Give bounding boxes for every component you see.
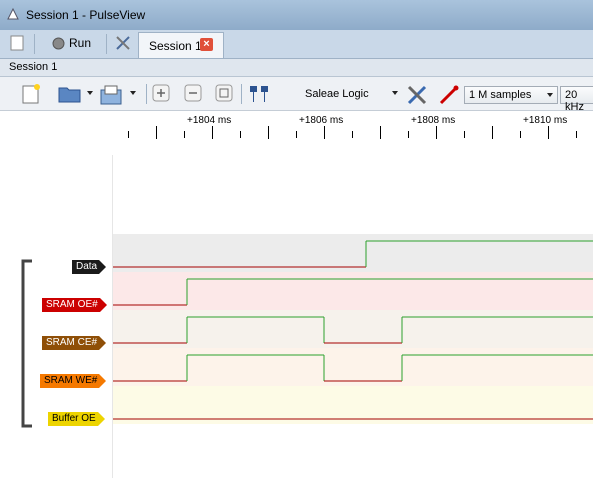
trace-label-sram-ce[interactable]: SRAM CE# — [42, 336, 107, 350]
device-dropdown-icon[interactable] — [392, 91, 398, 95]
group-bracket-icon[interactable] — [0, 155, 40, 478]
trace-row-sram-oe — [113, 272, 593, 310]
trace-label-data[interactable]: Data — [72, 260, 107, 274]
main-toolbar: Saleae Logic 1 M samples 20 kHz — [0, 77, 593, 113]
sample-count-dropdown-icon — [547, 93, 553, 97]
trace-label-sram-oe[interactable]: SRAM OE# — [42, 298, 107, 312]
ruler-tick — [156, 126, 157, 139]
settings-button[interactable] — [115, 32, 131, 54]
save-dropdown-icon[interactable] — [130, 91, 136, 95]
tab-session-1[interactable]: Session 1 × — [138, 32, 224, 58]
trace-label-buffer-oe[interactable]: Buffer OE — [48, 412, 105, 426]
waveforms — [113, 240, 593, 420]
ruler-tick — [268, 126, 269, 139]
new-session-button[interactable] — [10, 32, 24, 54]
waveform-sram-we — [113, 355, 593, 381]
ruler-tick — [520, 131, 521, 138]
device-config-icon[interactable] — [406, 84, 428, 106]
sample-count-value: 1 M samples — [469, 89, 532, 101]
ruler-tick — [408, 131, 409, 138]
cursor-markers-icon[interactable] — [248, 84, 272, 104]
probe-config-icon[interactable] — [438, 84, 460, 106]
zoom-fit-icon[interactable] — [215, 84, 233, 102]
session-header-label: Session 1 — [9, 61, 58, 73]
ruler-tick — [352, 131, 353, 138]
ruler-label: +1808 ms — [411, 115, 456, 126]
trace-label-text: Data — [76, 261, 98, 272]
waveform-sram-oe — [113, 279, 593, 305]
trace-row-sram-ce — [113, 310, 593, 348]
tab-session-label: Session 1 — [149, 39, 202, 53]
new-file-icon[interactable] — [22, 84, 40, 104]
trace-row-data — [113, 234, 593, 272]
samplerate-value: 20 kHz — [565, 89, 584, 113]
ruler-label: +1806 ms — [299, 115, 344, 126]
new-session-icon — [10, 35, 24, 51]
trace-label-text: SRAM OE# — [46, 299, 98, 310]
sample-count-select[interactable]: 1 M samples — [464, 86, 558, 104]
ruler-tick — [184, 131, 185, 138]
trace-label-text: SRAM CE# — [46, 337, 98, 348]
close-tab-icon[interactable]: × — [200, 38, 213, 51]
ruler-tick — [464, 131, 465, 138]
ruler-tick — [548, 126, 549, 139]
waveform-sram-ce — [113, 317, 593, 343]
pulseview-logo-icon — [7, 7, 19, 20]
ruler-tick — [324, 126, 325, 139]
run-icon — [52, 37, 65, 49]
trace-label-text: SRAM WE# — [44, 375, 98, 386]
open-dropdown-icon[interactable] — [87, 91, 93, 95]
zoom-out-icon[interactable] — [184, 84, 202, 102]
ruler-tick — [436, 126, 437, 139]
ruler-tick — [492, 126, 493, 139]
open-folder-icon[interactable] — [58, 84, 82, 104]
trace-row-buffer-oe — [113, 386, 593, 424]
time-ruler[interactable]: +1804 ms +1806 ms +1808 ms +1810 ms — [0, 111, 593, 155]
tools-icon — [116, 36, 130, 50]
ruler-tick — [212, 126, 213, 139]
title-bar: Session 1 - PulseView — [0, 0, 593, 30]
session-header: Session 1 — [0, 59, 593, 77]
save-icon[interactable] — [100, 84, 126, 106]
tab-bar: Run Session 1 × — [0, 30, 593, 59]
trace-label-text: Buffer OE — [52, 413, 96, 424]
ruler-label: +1810 ms — [523, 115, 568, 126]
window-title: Session 1 - PulseView — [26, 8, 146, 22]
samplerate-select[interactable]: 20 kHz — [560, 86, 593, 113]
trace-label-sram-we[interactable]: SRAM WE# — [40, 374, 107, 388]
waveform-data — [113, 241, 593, 267]
zoom-in-icon[interactable] — [152, 84, 170, 102]
ruler-tick — [240, 131, 241, 138]
device-selector[interactable]: Saleae Logic — [305, 88, 369, 100]
run-label: Run — [69, 36, 92, 50]
ruler-tick — [576, 131, 577, 138]
ruler-label: +1804 ms — [187, 115, 232, 126]
trace-row-sram-we — [113, 348, 593, 386]
trace-view[interactable]: Data SRAM OE# SRAM CE# SRAM WE# Buffer O… — [0, 155, 593, 478]
ruler-tick — [380, 126, 381, 139]
ruler-tick — [296, 131, 297, 138]
run-button[interactable]: Run — [52, 32, 91, 54]
ruler-tick — [128, 131, 129, 138]
